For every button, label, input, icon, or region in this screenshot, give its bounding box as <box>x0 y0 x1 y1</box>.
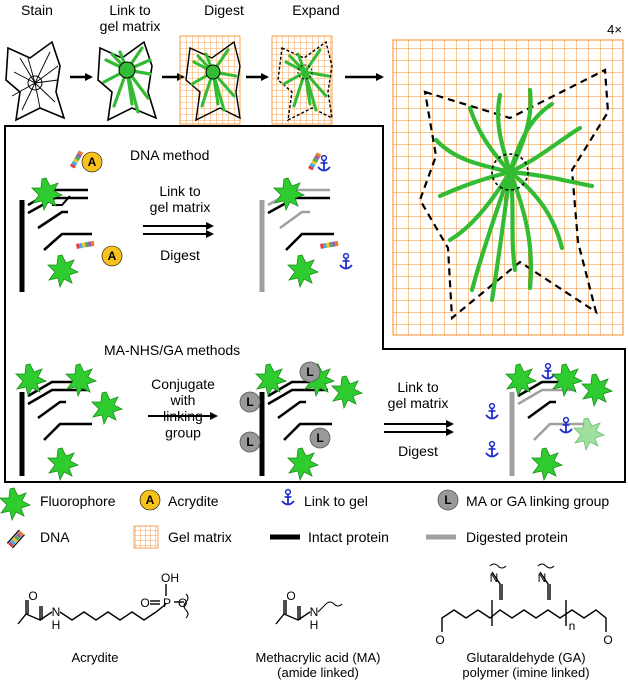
ma-atom-o: O <box>286 589 295 603</box>
acrydite-name: Acrydite <box>72 650 119 665</box>
linking-badge-4: L <box>316 431 323 445</box>
ma-atom-h: H <box>310 618 319 632</box>
acrydite-atom-p: P <box>163 596 171 610</box>
mags-method-title: MA-NHS/GA methods <box>104 342 240 358</box>
step-label-digest: Digest <box>204 2 244 18</box>
mags-method-antibody-intact <box>15 363 124 482</box>
linking-group-icon <box>437 489 459 511</box>
gel-matrix-icon <box>133 525 159 549</box>
acrydite-atom-h: H <box>52 618 61 632</box>
dna-icon <box>6 529 25 549</box>
legend-linking-badge: L <box>444 493 451 507</box>
dna-method-antibody-digested <box>259 152 353 292</box>
acrydite-badge-top: A <box>88 155 97 169</box>
mags-arrow-label-bottom: Digest <box>398 443 438 459</box>
legend-gel-matrix: Gel matrix <box>168 529 232 545</box>
ga-atom-o2: O <box>603 633 612 647</box>
linking-badge-2: L <box>246 395 253 409</box>
ga-structure <box>441 563 607 632</box>
legend-intact-protein: Intact protein <box>308 529 389 545</box>
cell-gel-linked <box>179 35 241 125</box>
cell-gel-digested <box>271 35 333 125</box>
step-label-stain: Stain <box>21 2 53 18</box>
ma-structure <box>275 600 343 625</box>
dna-arrow-label-bottom: Digest <box>160 247 200 263</box>
legend-digested-protein: Digested protein <box>466 529 568 545</box>
cell-stain <box>5 40 66 122</box>
ma-atom-n: N <box>310 605 319 619</box>
expanded-gel: 4× <box>392 22 624 336</box>
legend: Fluorophore A Acrydite Link to gel L MA … <box>0 487 609 549</box>
ma-name: Methacrylic acid (MA)(amide linked) <box>256 650 381 680</box>
step-label-expand: Expand <box>292 2 339 18</box>
ga-atom-n1: N <box>490 571 499 585</box>
acrydite-atom-oh: OH <box>161 571 179 585</box>
methods-frame <box>4 125 626 483</box>
linking-badge-3: L <box>246 435 253 449</box>
fluorophore-icon <box>0 487 32 522</box>
acrydite-atom-o3: O <box>178 596 187 610</box>
legend-link-to-gel: Link to gel <box>304 493 368 509</box>
ga-atom-o1: O <box>435 633 444 647</box>
acrydite-icon <box>139 489 161 511</box>
acrydite-atom-n: N <box>52 605 61 619</box>
acrydite-atom-o2: O <box>140 596 149 610</box>
dna-method-title: DNA method <box>130 147 209 163</box>
legend-acrydite: Acrydite <box>168 493 219 509</box>
acrydite-structure <box>17 584 189 625</box>
mags-method-antibody-digested <box>485 362 614 482</box>
acrydite-atom-o1: O <box>28 589 37 603</box>
linking-badge-1: L <box>306 365 313 379</box>
mags-method-antibody-conjugated: L L L L <box>239 361 364 482</box>
dna-method-antibody-intact: A A <box>19 150 123 292</box>
anchor-icon <box>281 488 295 506</box>
legend-fluorophore: Fluorophore <box>40 493 116 509</box>
cell-linked <box>97 40 158 122</box>
ga-name: Glutaraldehyde (GA)polymer (imine linked… <box>462 650 589 680</box>
acrydite-badge-bottom: A <box>108 249 117 263</box>
legend-linking-group: MA or GA linking group <box>466 493 609 509</box>
ga-atom-n2: N <box>538 571 547 585</box>
legend-acrydite-badge: A <box>146 493 155 507</box>
expansion-factor-label: 4× <box>607 22 622 37</box>
legend-dna: DNA <box>40 529 70 545</box>
ga-atom-n-subscript: n <box>569 619 576 633</box>
